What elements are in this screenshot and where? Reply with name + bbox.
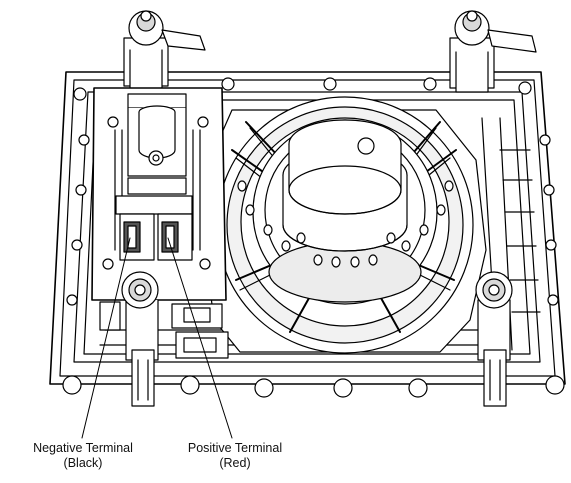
negative-leader-line [81,237,131,439]
positive-leader-line [167,237,233,439]
positive-terminal-label-name: Positive Terminal [187,441,283,455]
top-left-clamp [123,10,206,91]
negative-terminal-label-color: (Black) [63,456,103,470]
positive-terminal [161,221,179,253]
leader-lines [81,237,233,439]
woofer-vent-hole [237,180,454,268]
connector-parts [99,301,229,359]
bottom-right-clamp [475,271,513,407]
top-right-clamp [449,10,537,93]
positive-terminal-label-color: (Red) [219,456,251,470]
negative-terminal [123,221,141,253]
negative-terminal-label-name: Negative Terminal [33,441,133,455]
positive-terminal-label: Positive Terminal (Red) [170,441,300,471]
bottom-left-clamp [121,271,159,407]
frame-hole [62,76,565,398]
negative-terminal-label: Negative Terminal (Black) [8,441,158,471]
woofer [204,96,487,354]
terminal-plate [91,87,227,301]
